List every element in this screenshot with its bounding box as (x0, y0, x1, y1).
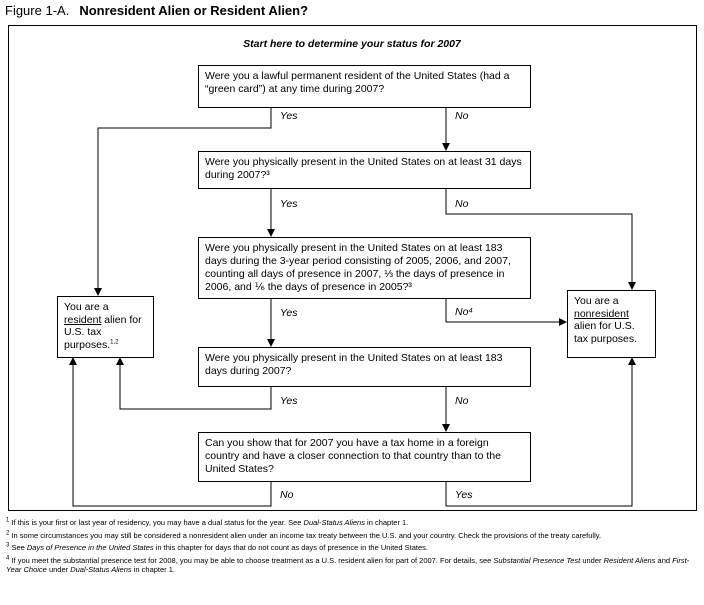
footnote-4: 4 If you meet the substantial presence t… (6, 555, 700, 575)
arrow-q4-yes (116, 357, 272, 410)
start-caption: Start here to determine your status for … (243, 38, 461, 50)
arrow-q2-no (445, 189, 636, 290)
label-q3-yes: Yes (280, 307, 298, 319)
figure-heading: Nonresident Alien or Resident Alien? (79, 3, 309, 18)
outcome-nonresident-key: nonresident (574, 307, 629, 320)
footnote-4-ref-b: Substantial Presence Test (493, 555, 581, 565)
footnote-4-ref-f: First-Year Choice (6, 555, 690, 575)
footnote-1-ref: Dual-Status Aliens (303, 518, 365, 527)
arrow-q5-yes (445, 357, 636, 507)
label-q1-no: No (455, 110, 469, 122)
footnote-3-ref: Days of Presence in the United States (26, 543, 154, 552)
footnote-1-text-c: in chapter 1. (364, 518, 409, 527)
label-q5-yes: Yes (455, 489, 473, 501)
footnote-3-text-a: See (11, 543, 27, 552)
label-q5-no: No (280, 489, 294, 501)
footnote-2-text: In some circumstances you may still be c… (11, 530, 602, 540)
footnote-4-number: 4 (6, 555, 10, 561)
outcome-nonresident-alien: You are a nonresident alien for U.S. tax… (567, 290, 656, 358)
question-31-days: Were you physically present in the Unite… (198, 151, 531, 189)
outcome-resident-pre: You are a (64, 301, 109, 313)
footnote-1-text-a: If this is your first or last year of re… (11, 518, 304, 527)
question-183-days-2007: Were you physically present in the Unite… (198, 347, 531, 387)
label-q4-no: No (455, 395, 469, 407)
label-q1-yes: Yes (280, 110, 298, 122)
outcome-nonresident-post: alien for U.S. tax purposes. (574, 320, 638, 345)
label-q2-no: No (455, 198, 469, 210)
label-q4-yes: Yes (280, 395, 298, 407)
figure-title: Figure 1-A. Nonresident Alien or Resident… (5, 3, 308, 18)
footnote-2: 2 In some circumstances you may still be… (6, 530, 700, 541)
footnote-3-text-c: in this chapter for days that do not cou… (153, 543, 428, 552)
footnote-4-ref-h: Dual-Status Aliens (70, 565, 132, 574)
outcome-resident-key: resident (64, 313, 102, 326)
footnote-4-text-g: under (46, 565, 71, 574)
footnote-4-text-c: under (580, 555, 604, 565)
arrow-q1-yes (94, 108, 272, 296)
footnote-2-number: 2 (6, 530, 10, 536)
outcome-resident-alien: You are a resident alien for U.S. tax pu… (57, 296, 154, 358)
footnotes: 1 If this is your first or last year of … (6, 518, 700, 578)
outcome-resident-footnote-ref: 1,2 (110, 339, 119, 345)
footnote-4-text-a: If you meet the substantial presence tes… (11, 555, 494, 565)
label-q3-no: No⁴ (455, 306, 473, 318)
label-q2-yes: Yes (280, 198, 298, 210)
outcome-resident-post: alien for U.S. tax purposes. (64, 313, 142, 351)
arrow-q3-no (445, 299, 567, 326)
footnote-4-text-i: in chapter 1. (131, 565, 175, 574)
footnote-1: 1 If this is your first or last year of … (6, 518, 700, 528)
footnote-3-number: 3 (6, 542, 10, 549)
arrow-q5-no (69, 357, 272, 507)
figure-label: Figure 1-A. (5, 3, 70, 18)
footnote-3: 3 See Days of Presence in the United Sta… (6, 543, 700, 553)
question-tax-home: Can you show that for 2007 you have a ta… (198, 432, 531, 482)
footnote-4-text-e: and (655, 555, 673, 565)
footnote-1-number: 1 (6, 517, 10, 524)
question-183-days-three-year: Were you physically present in the Unite… (198, 237, 531, 299)
question-green-card: Were you a lawful permanent resident of … (198, 65, 531, 108)
flowchart-frame (8, 25, 697, 511)
footnote-4-ref-d: Resident Aliens (603, 555, 656, 565)
outcome-nonresident-pre: You are a (574, 295, 619, 307)
